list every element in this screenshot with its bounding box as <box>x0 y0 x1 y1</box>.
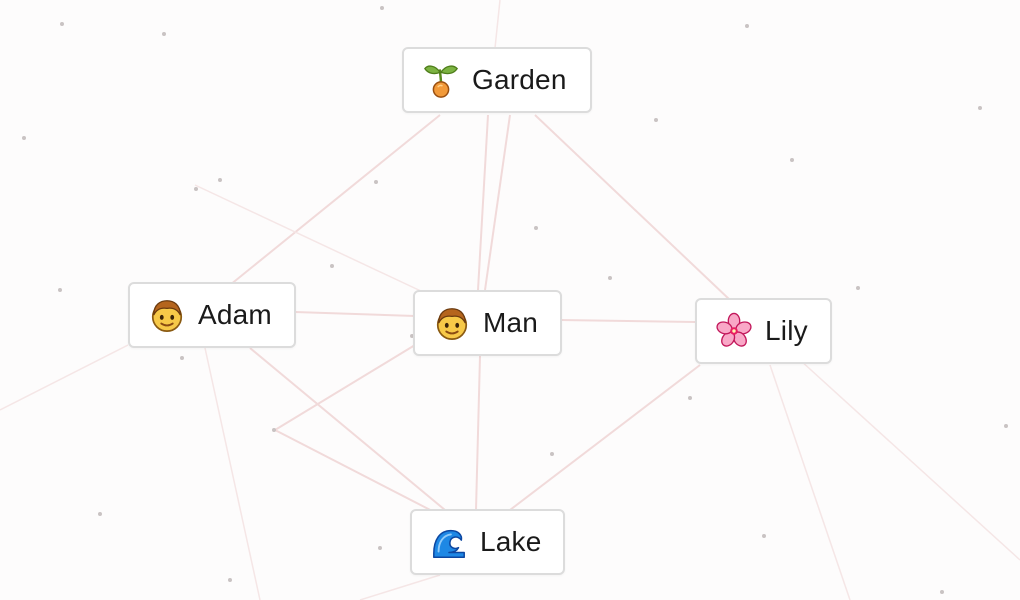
background-dot <box>272 428 276 432</box>
background-dot <box>378 546 382 550</box>
connection-line <box>484 114 511 291</box>
background-dot <box>534 226 538 230</box>
connection-line <box>494 0 501 49</box>
background-dot <box>978 106 982 110</box>
connection-line <box>799 359 1020 561</box>
connection-line <box>769 364 851 600</box>
background-dot <box>790 158 794 162</box>
connection-line <box>359 574 441 600</box>
connection-line <box>294 311 416 317</box>
connection-line <box>477 114 489 291</box>
connection-line <box>559 319 696 323</box>
boy-face-icon <box>151 300 183 333</box>
background-dot <box>162 32 166 36</box>
background-dot <box>22 136 26 140</box>
element-label: Garden <box>472 64 567 95</box>
connection-line <box>204 347 261 600</box>
background-dot <box>940 590 944 594</box>
water-wave-icon <box>431 524 467 560</box>
background-dot <box>60 22 64 26</box>
background-dot <box>194 187 198 191</box>
connection-line <box>194 184 441 301</box>
background-dot <box>654 118 658 122</box>
element-garden[interactable]: Garden <box>402 47 592 113</box>
background-dot <box>608 276 612 280</box>
background-dot <box>180 356 184 360</box>
background-dot <box>98 512 102 516</box>
background-dot <box>380 6 384 10</box>
element-label: Lily <box>765 315 808 346</box>
cherry-blossom-icon <box>716 312 752 347</box>
element-man[interactable]: Man <box>413 290 562 356</box>
background-dot <box>228 578 232 582</box>
element-label: Adam <box>198 299 272 330</box>
seedling-icon <box>424 65 459 98</box>
background-dot <box>218 178 222 182</box>
connection-line <box>509 364 701 511</box>
background-dot <box>330 264 334 268</box>
connection-line <box>274 429 441 516</box>
background-dot <box>550 452 554 456</box>
element-lily[interactable]: Lily <box>695 298 832 364</box>
background-dot <box>745 24 749 28</box>
connection-line <box>249 347 446 511</box>
connection-line <box>475 355 481 511</box>
connection-line <box>229 114 441 286</box>
element-lake[interactable]: Lake <box>410 509 565 575</box>
element-label: Lake <box>480 526 542 557</box>
background-dot <box>1004 424 1008 428</box>
element-label: Man <box>483 307 539 338</box>
background-dot <box>762 534 766 538</box>
background-dot <box>856 286 860 290</box>
man-face-icon <box>436 308 468 341</box>
element-adam[interactable]: Adam <box>128 282 296 348</box>
connection-line <box>534 114 731 301</box>
connection-line <box>0 344 129 411</box>
background-dot <box>58 288 62 292</box>
background-dot <box>688 396 692 400</box>
background-dot <box>374 180 378 184</box>
background-dot <box>410 334 414 338</box>
connection-line <box>274 344 416 431</box>
